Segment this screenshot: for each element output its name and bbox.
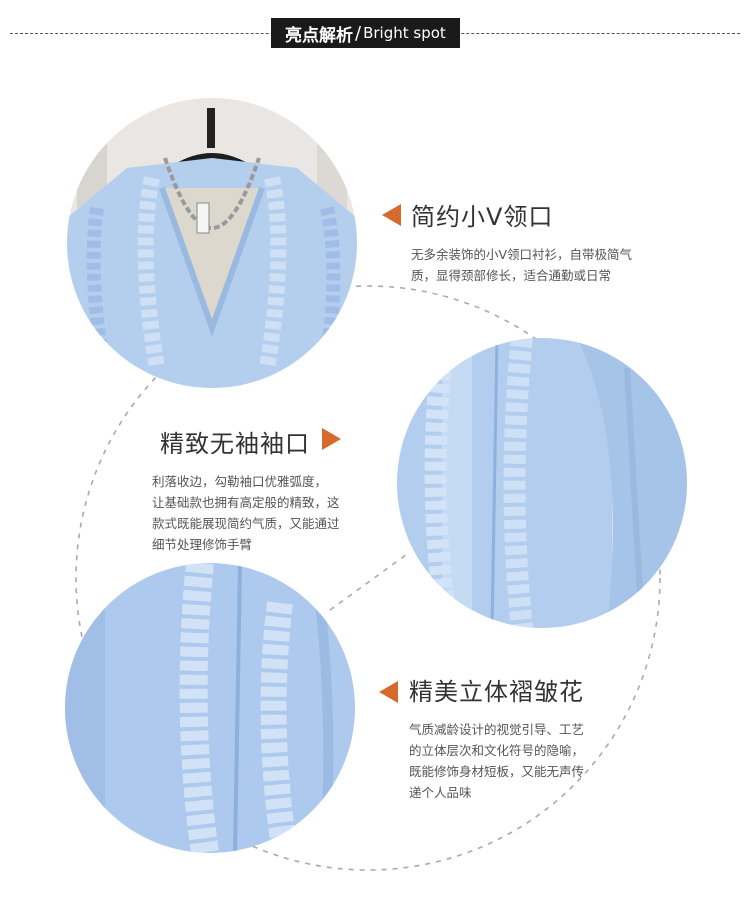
- feature-description: 气质减龄设计的视觉引导、工艺 的立体层次和文化符号的隐喻， 既能修饰身材短板，又…: [409, 719, 669, 803]
- desc-line: 的立体层次和文化符号的隐喻，: [409, 743, 585, 758]
- feature-description: 利落收边，勾勒袖口优雅弧度， 让基础款也拥有高定般的精致，这 款式既能展现简约气…: [152, 471, 382, 555]
- arrow-left-icon: [379, 681, 398, 703]
- sleeveless-cuff-detail-photo: [397, 338, 687, 628]
- header-title-cn: 亮点解析: [285, 25, 353, 46]
- header-separator: /: [355, 22, 362, 44]
- feature-description: 无多余装饰的小V领口衬衫，自带极简气 质，显得颈部修长，适合通勤或日常: [411, 244, 681, 286]
- arrow-left-icon: [382, 204, 401, 226]
- arrow-right-icon: [322, 428, 341, 450]
- desc-line: 质，显得颈部修长，适合通勤或日常: [411, 268, 612, 283]
- section-header: 亮点解析 / Bright spot: [271, 18, 460, 48]
- v-neck-detail-photo: [67, 98, 357, 388]
- desc-line: 既能修饰身材短板，又能无声传: [409, 764, 585, 779]
- header-title-en: Bright spot: [363, 24, 446, 42]
- feature-ruffles: 精美立体褶皱花 气质减龄设计的视觉引导、工艺 的立体层次和文化符号的隐喻， 既能…: [409, 672, 669, 803]
- ruffle-detail-photo: [65, 563, 355, 853]
- desc-line: 无多余装饰的小V领口衬衫，自带极简气: [411, 247, 633, 262]
- feature-title: 简约小V领口: [411, 203, 554, 231]
- desc-line: 细节处理修饰手臂: [152, 537, 253, 552]
- feature-title: 精致无袖袖口: [160, 430, 310, 458]
- feature-title: 精美立体褶皱花: [409, 678, 584, 706]
- desc-line: 款式既能展现简约气质，又能通过: [152, 516, 340, 531]
- desc-line: 气质减龄设计的视觉引导、工艺: [409, 722, 585, 737]
- desc-line: 递个人品味: [409, 785, 472, 800]
- large-dashed-circle: [75, 285, 661, 871]
- desc-line: 让基础款也拥有高定般的精致，这: [152, 495, 340, 510]
- dashed-connector-line: [329, 551, 411, 611]
- feature-sleeveless-cuff: 精致无袖袖口 利落收边，勾勒袖口优雅弧度， 让基础款也拥有高定般的精致，这 款式…: [152, 424, 382, 555]
- desc-line: 利落收边，勾勒袖口优雅弧度，: [152, 474, 328, 489]
- feature-v-neck: 简约小V领口 无多余装饰的小V领口衬衫，自带极简气 质，显得颈部修长，适合通勤或…: [411, 197, 681, 286]
